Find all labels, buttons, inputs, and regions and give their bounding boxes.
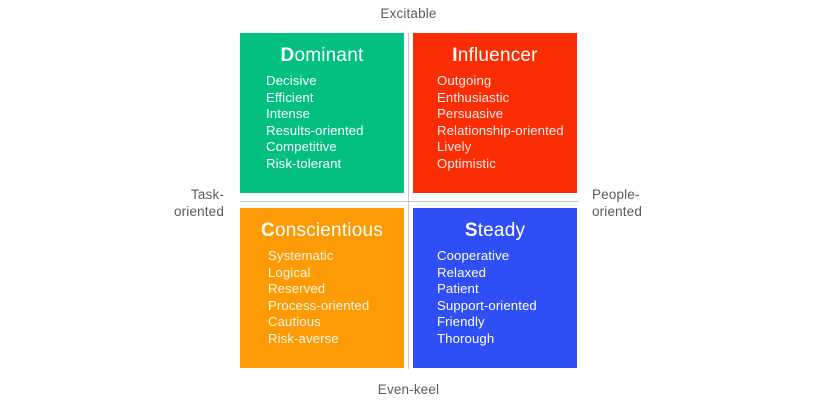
trait-item: Lively <box>437 139 472 155</box>
trait-item: Patient <box>437 281 479 297</box>
trait-item: Process-oriented <box>268 297 370 313</box>
trait-item: Logical <box>268 264 311 280</box>
axis-label-top: Excitable <box>380 6 437 21</box>
trait-item: Outgoing <box>437 73 492 88</box>
trait-item: Optimistic <box>437 155 496 171</box>
quadrant-title-conscientious: Conscientious <box>240 219 404 243</box>
trait-item: Support-oriented <box>437 297 537 313</box>
trait-item: Relationship-oriented <box>437 122 564 138</box>
trait-item: Persuasive <box>437 106 504 122</box>
quadrant-dominant[interactable]: Dominant Decisive Efficient Intense Resu… <box>240 33 404 193</box>
quadrant-conscientious[interactable]: Conscientious Systematic Logical Reserve… <box>240 208 404 368</box>
trait-item: Cooperative <box>437 248 510 263</box>
trait-item: Risk-averse <box>268 330 339 346</box>
quadrant-initial-steady: S <box>464 220 478 241</box>
trait-item: Competitive <box>266 139 337 155</box>
trait-item: Friendly <box>437 314 485 330</box>
quadrant-title-rest-steady: teady <box>477 220 526 241</box>
axis-label-left: Task- oriented <box>174 187 224 219</box>
quadrant-steady[interactable]: Steady Cooperative Relaxed Patient Suppo… <box>413 208 577 368</box>
quadrant-influencer[interactable]: Influencer Outgoing Enthusiastic Persuas… <box>413 33 577 193</box>
axis-label-right: People- oriented <box>592 187 642 219</box>
quadrant-title-rest-dominant: ominant <box>294 45 364 66</box>
trait-item: Reserved <box>268 281 326 297</box>
quadrant-title-rest-influencer: nfluencer <box>457 45 538 66</box>
trait-item: Thorough <box>437 330 495 346</box>
trait-item: Decisive <box>266 73 317 88</box>
quadrant-title-steady: Steady <box>413 219 577 243</box>
trait-item: Enthusiastic <box>437 89 510 105</box>
divider-horizontal <box>240 201 578 202</box>
trait-item: Results-oriented <box>266 122 364 138</box>
trait-list-conscientious: Systematic Logical Reserved Process-orie… <box>240 248 404 348</box>
quadrant-title-rest-conscientious: onscientious <box>274 220 383 241</box>
trait-item: Efficient <box>266 89 314 105</box>
quadrant-title-influencer: Influencer <box>413 44 577 68</box>
trait-list-steady: Cooperative Relaxed Patient Support-orie… <box>413 248 577 348</box>
quadrant-title-dominant: Dominant <box>240 44 404 68</box>
trait-list-dominant: Decisive Efficient Intense Results-orien… <box>240 73 404 173</box>
quadrant-initial-conscientious: C <box>261 220 275 241</box>
trait-item: Risk-tolerant <box>266 155 342 171</box>
trait-item: Cautious <box>268 314 321 330</box>
trait-item: Systematic <box>268 248 334 263</box>
trait-list-influencer: Outgoing Enthusiastic Persuasive Relatio… <box>413 73 577 173</box>
axis-label-bottom: Even-keel <box>377 382 440 397</box>
quadrant-initial-influencer: I <box>452 45 458 66</box>
trait-item: Relaxed <box>437 264 487 280</box>
trait-item: Intense <box>266 106 310 122</box>
quadrant-initial-dominant: D <box>280 45 295 66</box>
